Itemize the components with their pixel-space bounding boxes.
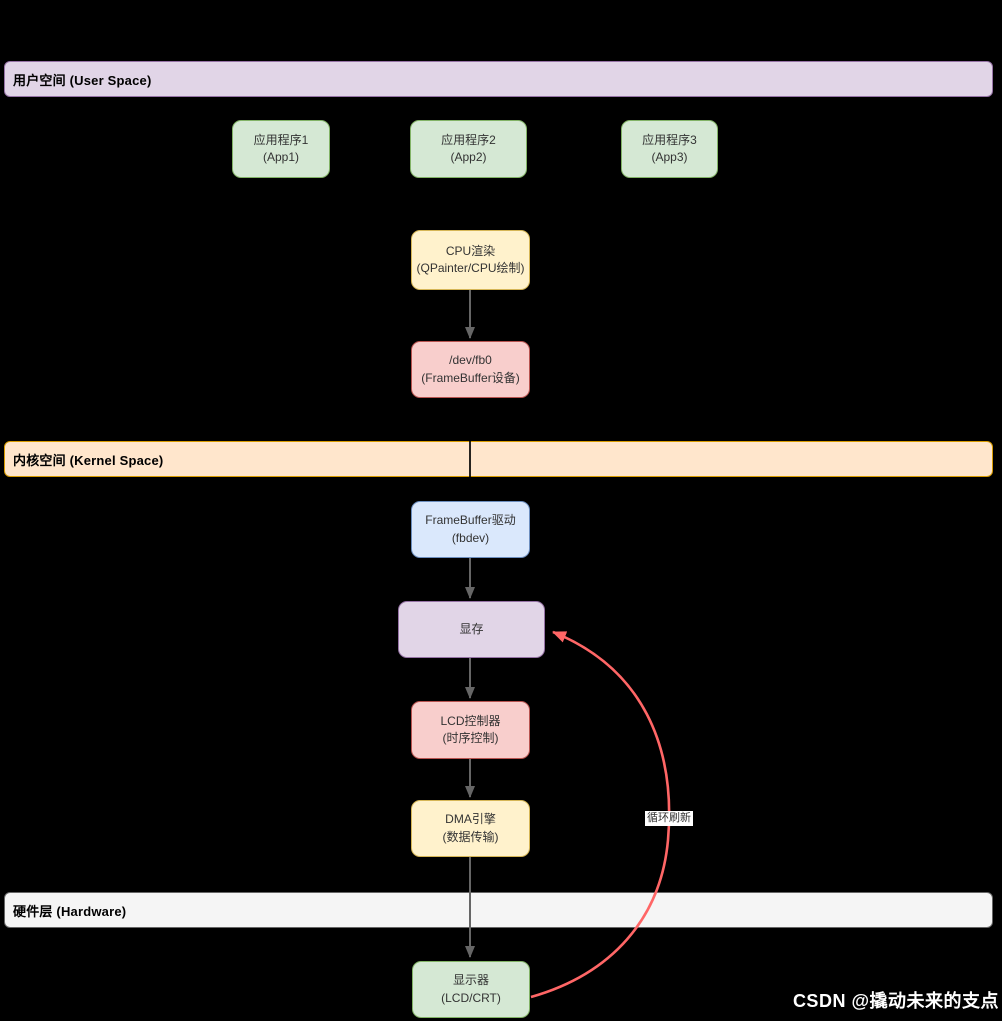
node-display-monitor-subtitle: (LCD/CRT)	[441, 990, 501, 1005]
node-app2-subtitle: (App2)	[450, 150, 487, 164]
node-cpu-render: CPU渲染 (QPainter/CPU绘制)	[411, 230, 530, 290]
node-app3-subtitle: (App3)	[651, 150, 688, 164]
node-framebuffer-driver-subtitle: (fbdev)	[451, 530, 490, 545]
node-app1-subtitle: (App1)	[262, 150, 300, 164]
lane-user-space-label: 用户空间 (User Space)	[13, 72, 152, 88]
node-lcd-controller-title: LCD控制器	[440, 713, 501, 728]
node-dma-engine: DMA引擎 (数据传输)	[411, 800, 530, 857]
node-framebuffer-driver: FrameBuffer驱动 (fbdev)	[411, 501, 530, 558]
csdn-watermark: CSDN @撬动未来的支点	[792, 991, 999, 1011]
edge-app1-to-cpu	[280, 174, 438, 234]
node-vram: 显存	[398, 601, 545, 658]
node-lcd-controller: LCD控制器 (时序控制)	[411, 701, 530, 759]
node-framebuffer-driver-title: FrameBuffer驱动	[425, 513, 516, 528]
node-app3-title: 应用程序3	[642, 132, 697, 147]
node-cpu-render-subtitle: (QPainter/CPU绘制)	[416, 261, 525, 275]
lane-kernel-space: 内核空间 (Kernel Space)	[4, 441, 993, 477]
lane-hardware-label: 硬件层 (Hardware)	[13, 903, 127, 919]
node-dma-engine-title: DMA引擎	[445, 812, 496, 827]
node-vram-title: 显存	[459, 621, 484, 636]
node-app2: 应用程序2 (App2)	[410, 120, 527, 178]
lane-user-space: 用户空间 (User Space)	[4, 61, 993, 97]
node-display-monitor: 显示器 (LCD/CRT)	[412, 961, 530, 1018]
lane-kernel-space-label: 内核空间 (Kernel Space)	[13, 452, 164, 468]
node-display-monitor-title: 显示器	[452, 973, 489, 988]
node-app1: 应用程序1 (App1)	[232, 120, 330, 178]
loop-refresh-edge-label: 循环刷新	[645, 811, 693, 826]
node-app2-title: 应用程序2	[441, 132, 496, 147]
edge-app3-to-cpu	[502, 174, 670, 235]
lane-hardware: 硬件层 (Hardware)	[4, 892, 993, 928]
node-cpu-render-title: CPU渲染	[445, 243, 496, 258]
node-dev-fb0-title: /dev/fb0	[449, 353, 492, 368]
node-app3: 应用程序3 (App3)	[621, 120, 718, 178]
node-dev-fb0-subtitle: (FrameBuffer设备)	[421, 370, 520, 385]
node-dev-fb0: /dev/fb0 (FrameBuffer设备)	[411, 341, 530, 398]
node-lcd-controller-subtitle: (时序控制)	[442, 731, 499, 745]
node-dma-engine-subtitle: (数据传输)	[442, 829, 499, 844]
node-app1-title: 应用程序1	[253, 132, 309, 147]
